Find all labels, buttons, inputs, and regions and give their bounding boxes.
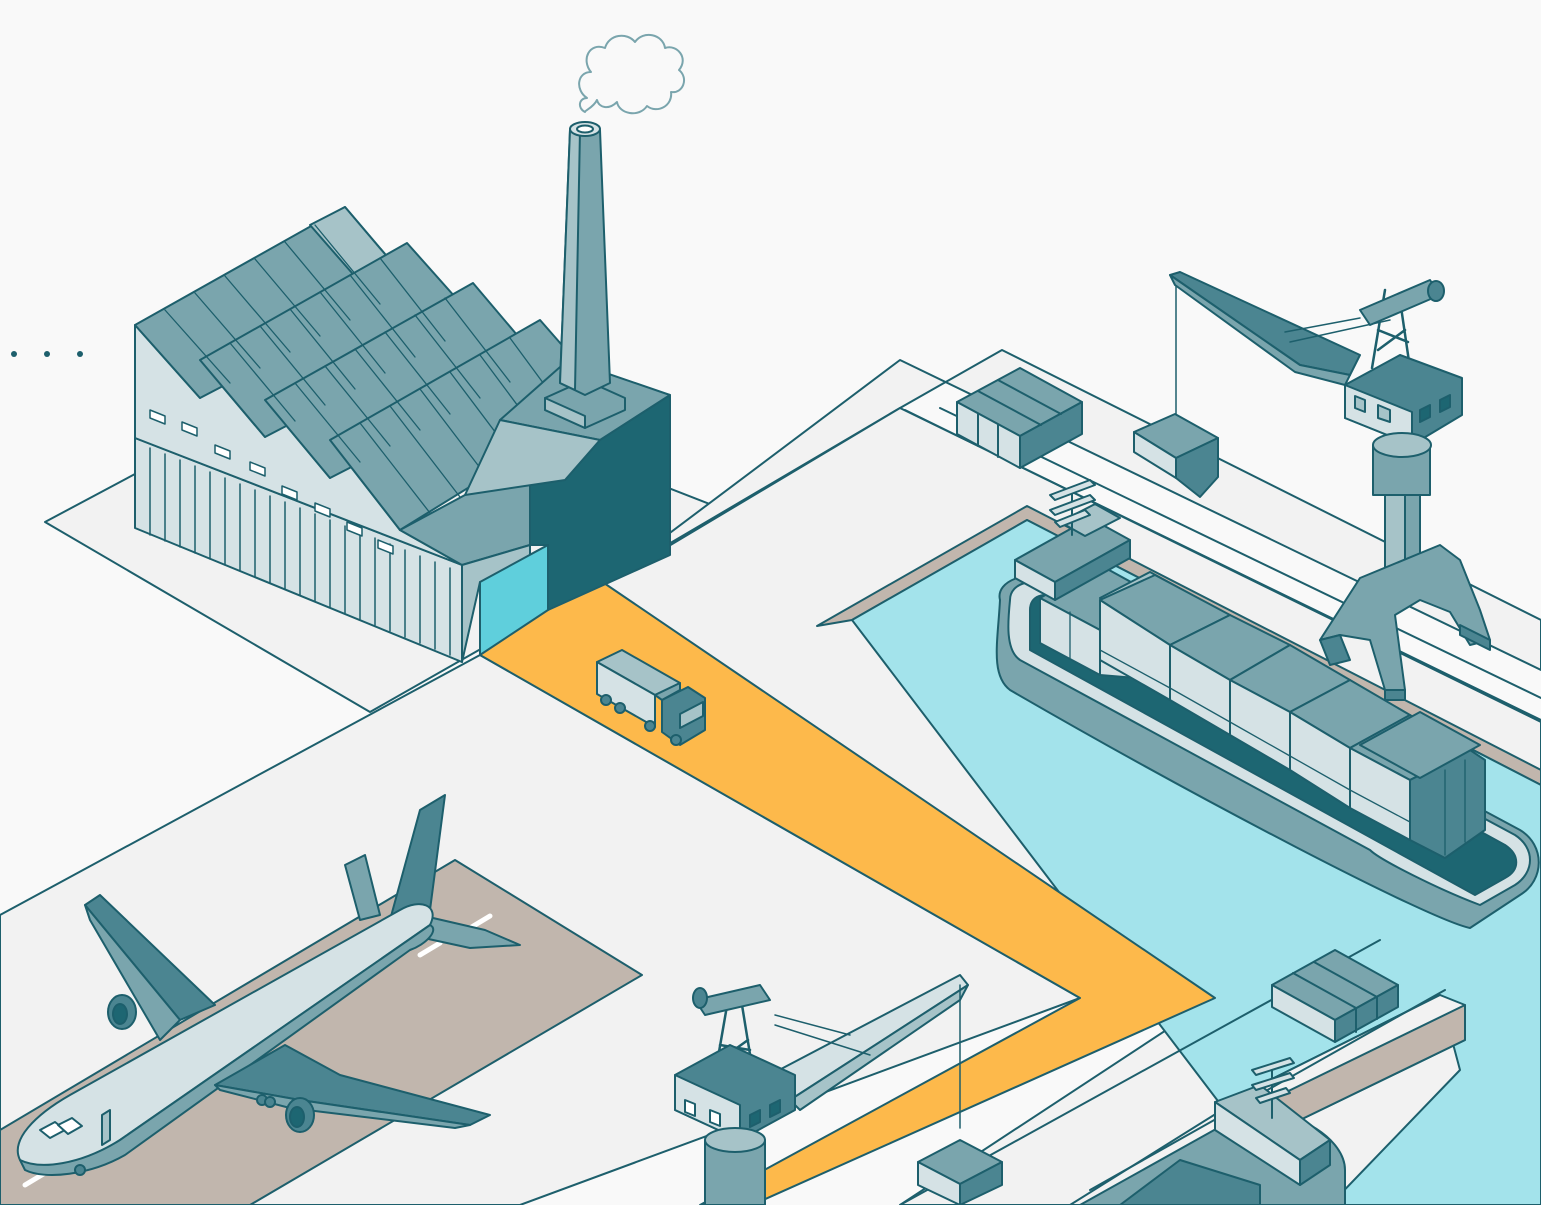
- ship-antenna-icon: [1049, 479, 1096, 536]
- ship-containers: [1039, 564, 1486, 859]
- truck-icon: [596, 649, 706, 746]
- lower-ship-antenna-icon: [1251, 1057, 1295, 1119]
- hanging-container: [1133, 277, 1219, 498]
- ellipsis-icon: [11, 351, 83, 357]
- lower-cargo-ship: [1079, 1057, 1346, 1205]
- smoke-cloud-icon: [578, 33, 686, 115]
- cargo-ship: [995, 479, 1540, 929]
- smokestack: [544, 121, 626, 429]
- stacked-containers: [956, 367, 1083, 469]
- factory-doorway: [479, 544, 549, 656]
- lower-containers: [1271, 949, 1399, 1043]
- factory-windows: [149, 409, 394, 555]
- upper-harbor-crane: [1169, 271, 1491, 701]
- factory-wall-slats: [149, 447, 451, 656]
- crane-portal: [1319, 544, 1491, 691]
- lower-harbor-crane: [674, 974, 1003, 1205]
- factory-annex-slope: [464, 419, 601, 496]
- ship-bridge: [1014, 503, 1131, 601]
- airplane: [17, 794, 521, 1176]
